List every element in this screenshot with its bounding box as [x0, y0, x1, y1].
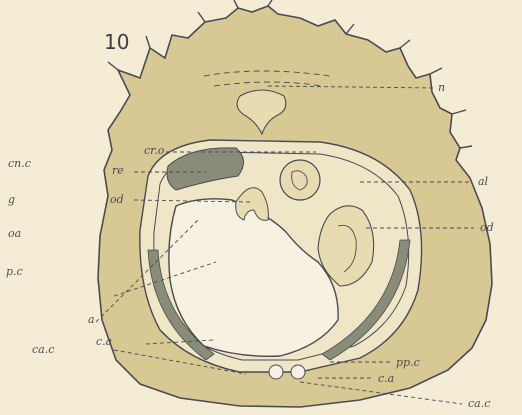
label-ca-mid: c.a [96, 336, 112, 348]
label-g: g [8, 194, 15, 206]
lower-right-vessel [291, 365, 305, 379]
label-n: n [438, 82, 445, 94]
label-oa: oa [8, 228, 21, 240]
lower-left-vessel [269, 365, 283, 379]
label-pc: p.c [6, 266, 23, 278]
label-od-right: od [480, 222, 494, 234]
label-a: a [88, 314, 95, 326]
figure-number: 10 [104, 30, 129, 54]
label-re: re [112, 165, 124, 177]
label-cac-lower: ca.c [468, 398, 490, 410]
label-ppc: pp.c [396, 357, 420, 369]
label-cac-left: ca.c [32, 344, 54, 356]
alimentary-canal [280, 160, 320, 200]
label-al: al [478, 176, 488, 188]
label-ca-lower: c.a [378, 373, 394, 385]
label-cro: cr.o [144, 145, 164, 157]
label-od-left: od [110, 194, 124, 206]
label-cnc: cn.c [8, 158, 31, 170]
